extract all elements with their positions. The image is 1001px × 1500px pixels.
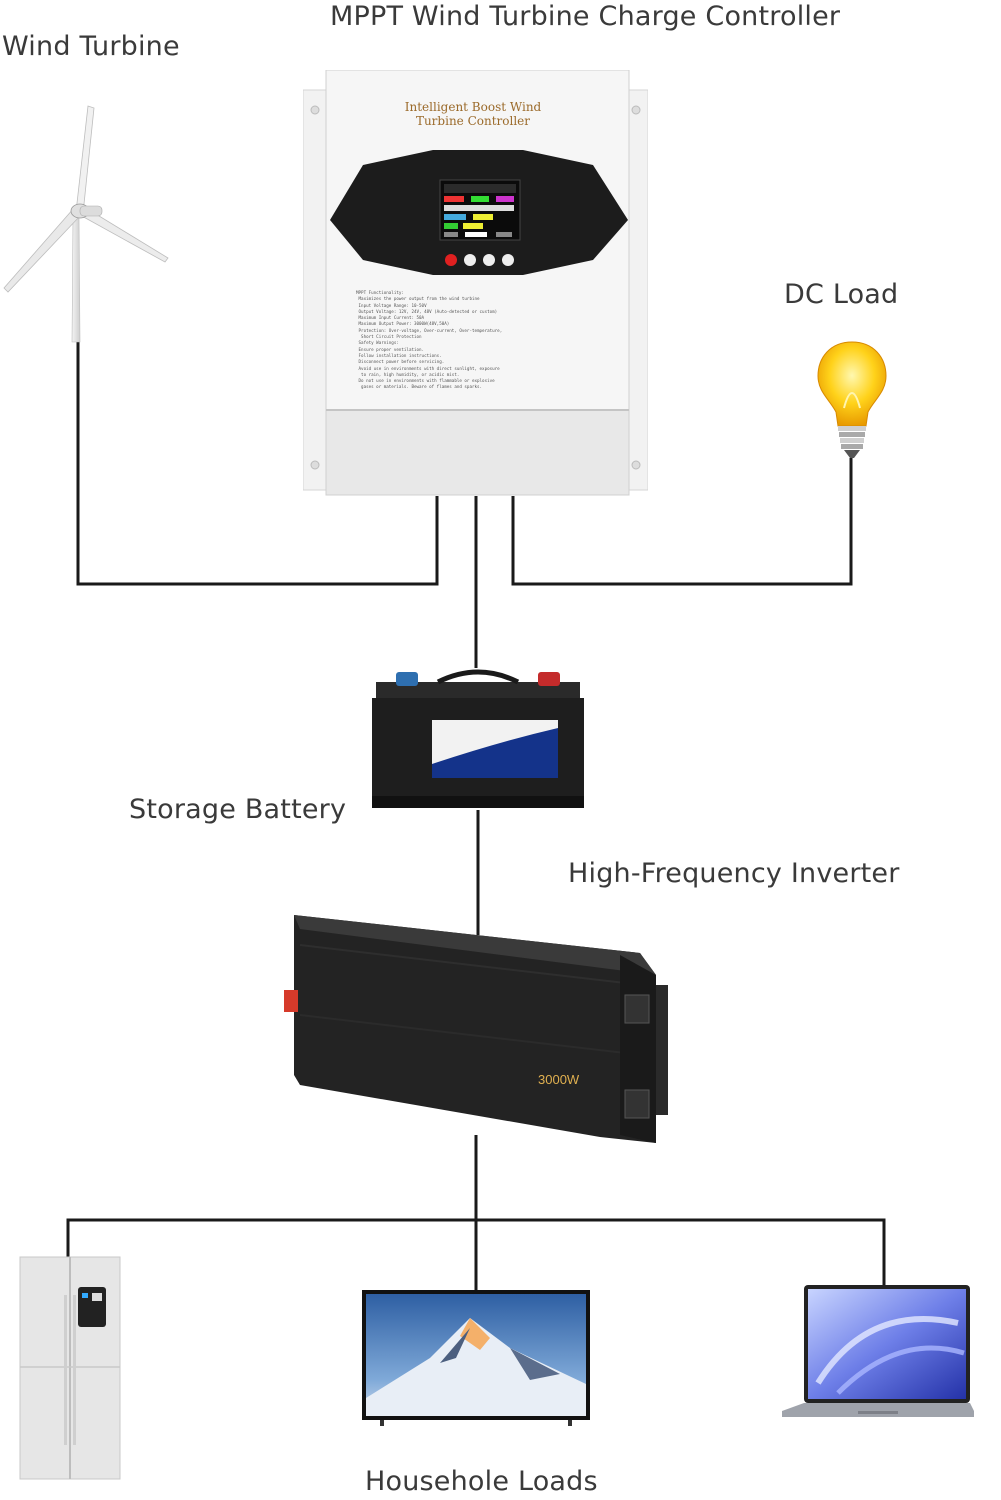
battery-label: Storage Battery bbox=[129, 794, 347, 825]
wire-controller-dcload bbox=[511, 458, 853, 586]
inverter-rating: 3000W bbox=[538, 1072, 580, 1087]
inverter-icon bbox=[284, 915, 668, 1143]
controller-label: MPPT Wind Turbine Charge Controller bbox=[330, 1, 841, 32]
loads-label: Househole Loads bbox=[365, 1466, 598, 1497]
wind-turbine-icon bbox=[3, 105, 169, 343]
charge-controller: Intelligent Boost Wind Turbine Controlle… bbox=[303, 70, 648, 500]
wind-turbine-label: Wind Turbine bbox=[2, 31, 180, 62]
controller-spec-text: MPPT Functionality: Maximizes the power … bbox=[356, 290, 503, 390]
storage-battery-icon bbox=[372, 669, 584, 808]
controller-title-line1: Intelligent Boost Wind bbox=[404, 100, 542, 114]
controller-title: Intelligent Boost Wind Turbine Controlle… bbox=[373, 100, 573, 128]
laptop-icon bbox=[782, 1285, 974, 1417]
controller-title-line2: Turbine Controller bbox=[415, 114, 531, 128]
wire-turbine-controller bbox=[76, 340, 439, 586]
refrigerator-icon bbox=[19, 1256, 121, 1480]
dc-load-label: DC Load bbox=[784, 279, 899, 310]
television-icon bbox=[362, 1290, 590, 1426]
inverter-label: High-Frequency Inverter bbox=[568, 858, 900, 889]
light-bulb-icon bbox=[817, 341, 887, 458]
